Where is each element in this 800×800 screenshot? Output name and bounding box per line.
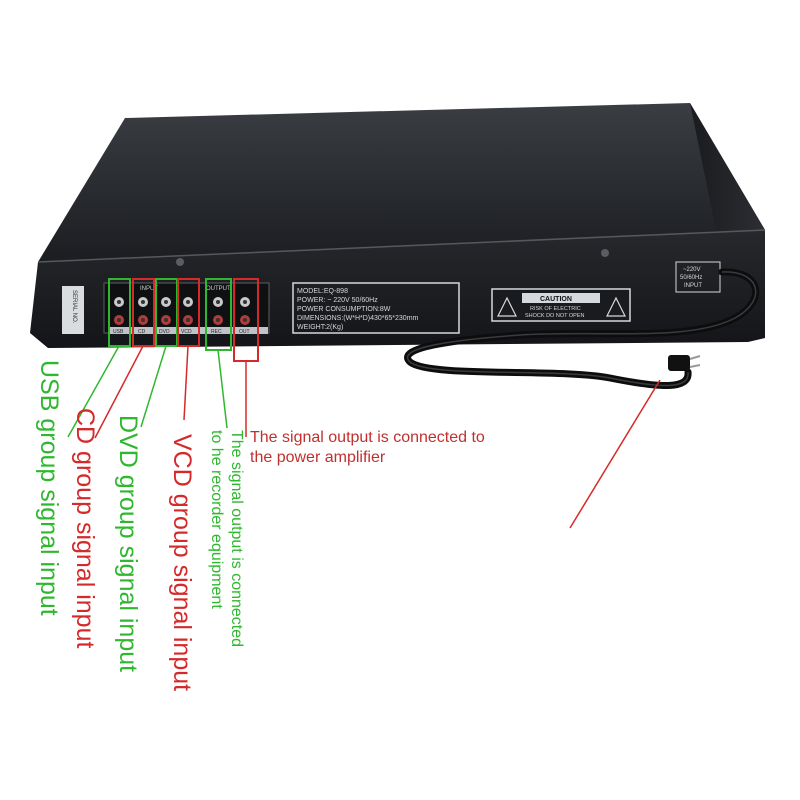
model-text: DIMENSIONS:(W*H*D)430*65*230mm bbox=[297, 315, 419, 322]
jack-dvd bbox=[161, 297, 171, 325]
rec-leader-line bbox=[217, 349, 228, 429]
usb-leader-line bbox=[67, 345, 120, 438]
jack-label: OUT bbox=[239, 329, 250, 335]
caution-label: CAUTION RISK OF ELECTRIC SHOCK DO NOT OP… bbox=[491, 288, 631, 322]
model-plate: MODEL:EQ-898 POWER: ~ 220V 50/60Hz POWER… bbox=[292, 282, 460, 334]
top-cover bbox=[38, 103, 765, 262]
warning-triangle-icon bbox=[497, 296, 517, 317]
power-input-text: ~220V bbox=[683, 267, 701, 273]
serial-sticker: SERIAL NO. bbox=[62, 286, 84, 334]
usb-highlight-box bbox=[108, 278, 131, 347]
leader-lines bbox=[67, 345, 661, 529]
jack-label-strip: USB CD DVD VCD REC OUT bbox=[108, 327, 268, 335]
recorder-output-label: The signal output is connected to he rec… bbox=[206, 430, 246, 647]
model-text: POWER CONSUMPTION:8W bbox=[297, 306, 391, 313]
cd-leader-line bbox=[94, 345, 144, 439]
power-input-text: INPUT bbox=[684, 283, 702, 289]
screw bbox=[601, 249, 609, 257]
jack-label: USB bbox=[113, 329, 124, 335]
recorder-output-line1: The signal output is connected bbox=[228, 430, 245, 648]
svg-text:SERIAL NO.: SERIAL NO. bbox=[71, 290, 77, 324]
jack-rec bbox=[213, 297, 223, 325]
jack-out bbox=[240, 297, 250, 325]
input-panel-label: INPUT bbox=[140, 286, 158, 292]
usb-group-label: USB group signal input bbox=[35, 360, 63, 616]
cd-group-label: CD group signal input bbox=[71, 408, 99, 649]
amplifier-output-line1: The signal output is connected to bbox=[250, 429, 485, 446]
power-plug bbox=[668, 355, 690, 371]
warning-triangle-icon bbox=[606, 296, 626, 317]
jack-panel bbox=[103, 282, 270, 334]
caution-text: RISK OF ELECTRIC bbox=[530, 306, 581, 312]
dvd-group-label: DVD group signal input bbox=[114, 415, 142, 673]
model-text: WEIGHT:2(Kg) bbox=[297, 324, 343, 331]
model-text: POWER: ~ 220V 50/60Hz bbox=[297, 297, 378, 304]
power-input-plate: ~220V 50/60Hz INPUT bbox=[675, 261, 721, 293]
jack-cd bbox=[138, 297, 148, 325]
amplifier-output-label: The signal output is connected to the po… bbox=[250, 428, 485, 468]
model-text: MODEL:EQ-898 bbox=[297, 288, 348, 295]
output-panel-label: OUTPUT bbox=[206, 286, 231, 292]
vcd-group-label: VCD group signal input bbox=[168, 434, 196, 692]
rca-jacks bbox=[114, 297, 250, 325]
jack-vcd bbox=[183, 297, 193, 325]
jack-label: DVD bbox=[159, 329, 170, 335]
jack-label: VCD bbox=[181, 329, 192, 335]
cord-leader-line bbox=[569, 379, 661, 529]
highlight-boxes bbox=[108, 278, 259, 362]
dvd-leader-line bbox=[140, 345, 167, 428]
amplifier-output-line2: the power amplifier bbox=[250, 449, 386, 466]
jack-label: REC bbox=[211, 329, 222, 335]
vcd-leader-line bbox=[183, 345, 189, 421]
jack-label: CD bbox=[138, 329, 146, 335]
cd-highlight-box bbox=[132, 278, 155, 347]
jack-usb bbox=[114, 297, 124, 325]
screw bbox=[176, 258, 184, 266]
recorder-output-line2: to he recorder equipment bbox=[208, 430, 225, 609]
power-input-text: 50/60Hz bbox=[680, 275, 702, 281]
caution-title: CAUTION bbox=[540, 296, 572, 303]
vcd-highlight-box bbox=[177, 278, 200, 347]
caution-text: SHOCK DO NOT OPEN bbox=[525, 313, 585, 319]
